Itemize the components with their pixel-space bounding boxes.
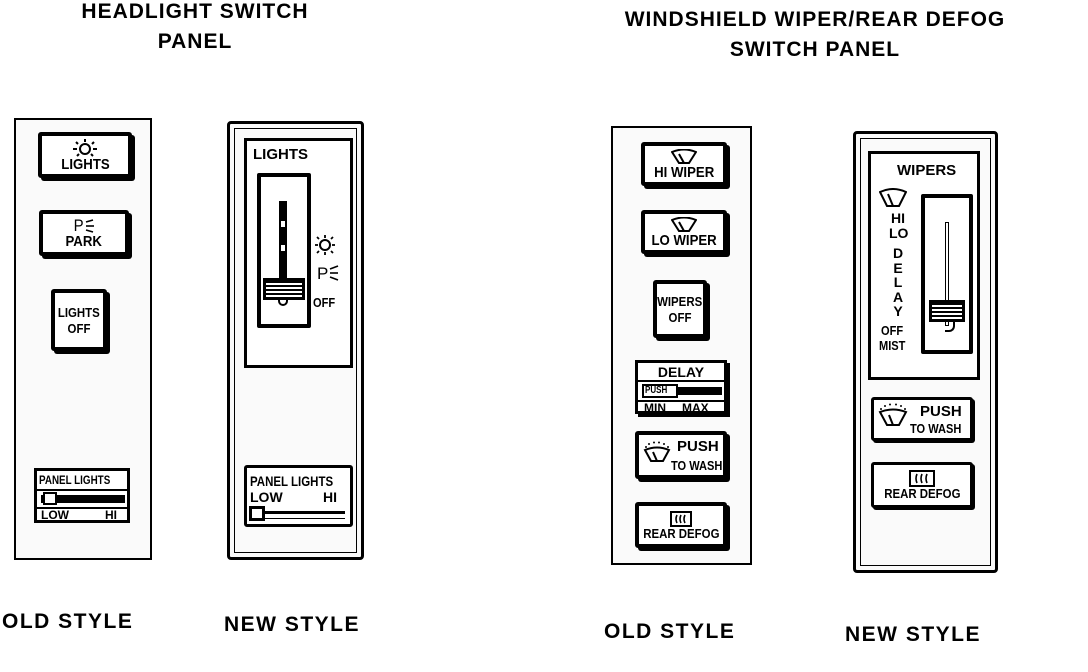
rear-defog-label: REAR DEFOG: [642, 525, 720, 541]
delay-letter: Y: [893, 303, 903, 319]
delay-max-label: MAX: [682, 401, 709, 415]
headlight-old-panel: LIGHTS P PARK LIGHTS OFF PANEL LIGHTS LO…: [14, 118, 152, 560]
rear-defog-icon: [909, 470, 935, 487]
push-label: PUSH: [677, 438, 719, 455]
lights-slider-track: [279, 201, 287, 279]
wiper-new-panel: WIPERS HI LO D E L A Y OFF MIST PUSH TO …: [853, 131, 998, 573]
delay-push-label: PUSH: [645, 385, 668, 396]
panel-lights-track: [41, 495, 125, 503]
wipers-off-label-line2: OFF: [668, 309, 692, 325]
push-label: PUSH: [920, 403, 962, 420]
headlight-sun-icon: [315, 235, 335, 255]
hi-wiper-label: HI WIPER: [653, 163, 715, 181]
delay-letter: E: [893, 259, 903, 276]
to-wash-label: TO WASH: [671, 458, 723, 473]
lights-off-button[interactable]: LIGHTS OFF: [51, 289, 107, 351]
push-to-wash-button[interactable]: PUSH TO WASH: [871, 397, 973, 441]
lo-wiper-label: LO WIPER: [651, 231, 717, 249]
lights-button-label: LIGHTS: [60, 155, 110, 173]
wiper-title-line1: WINDSHIELD WIPER/REAR DEFOG: [624, 8, 1006, 31]
panel-lights-knob[interactable]: [43, 492, 57, 505]
wipers-slider-window: [921, 194, 973, 354]
washer-spray-icon: [643, 441, 671, 462]
wiper-lo-label: LO: [889, 225, 909, 241]
lights-slider-knob[interactable]: [263, 278, 305, 300]
washer-spray-icon: [878, 403, 908, 426]
delay-letter: A: [893, 288, 904, 305]
delay-letter: D: [893, 245, 904, 261]
lights-off-label-line1: LIGHTS: [58, 304, 100, 320]
park-symbol: P: [73, 216, 84, 235]
wiper-off-label: OFF: [881, 323, 904, 338]
park-symbol: P: [317, 264, 329, 283]
delay-push-button[interactable]: PUSH: [642, 384, 678, 398]
wiper-icon: [671, 216, 697, 232]
headlight-title-line2: PANEL: [157, 30, 233, 53]
wipers-label: WIPERS: [897, 162, 957, 179]
panel-lights-dimmer[interactable]: PANEL LIGHTS LOW HI: [244, 465, 353, 527]
wiper-icon: [879, 188, 907, 207]
lo-wiper-button[interactable]: LO WIPER: [641, 210, 727, 254]
delay-letter: L: [893, 274, 903, 290]
headlight-new-caption: NEW STYLE: [224, 613, 361, 636]
park-lamp-icon: [85, 218, 95, 233]
wipers-switch-housing: WIPERS HI LO D E L A Y OFF MIST: [868, 151, 980, 380]
lights-slider-window: [257, 173, 311, 328]
push-to-wash-button[interactable]: PUSH TO WASH: [635, 431, 727, 479]
headlight-panel-title: HEADLIGHT SWITCH PANEL: [40, 0, 350, 57]
panel-lights-label: PANEL LIGHTS: [250, 473, 334, 489]
panel-lights-hi-label: HI: [105, 508, 117, 522]
wiper-panel-title: WINDSHIELD WIPER/REAR DEFOG SWITCH PANEL: [570, 5, 1060, 65]
panel-lights-low-label: LOW: [250, 489, 283, 505]
delay-min-label: MIN: [644, 401, 666, 415]
lights-switch-housing: LIGHTS P OFF: [244, 138, 353, 368]
delay-label: DELAY: [657, 364, 705, 380]
wipers-slider-knob[interactable]: [929, 300, 965, 322]
delay-control[interactable]: DELAY PUSH MIN MAX: [635, 360, 727, 414]
panel-lights-dimmer[interactable]: PANEL LIGHTS LOW HI: [34, 468, 130, 523]
wiper-mist-label: MIST: [879, 338, 906, 353]
rear-defog-label: REAR DEFOG: [883, 486, 961, 501]
panel-lights-knob[interactable]: [249, 506, 265, 521]
park-lamp-icon: [329, 265, 339, 281]
panel-lights-label: PANEL LIGHTS: [39, 473, 111, 487]
panel-lights-low-label: LOW: [41, 508, 69, 522]
wiper-hi-label: HI: [891, 210, 905, 226]
park-button-label: PARK: [65, 233, 103, 250]
lights-off-label-line2: OFF: [67, 320, 91, 336]
wiper-title-line2: SWITCH PANEL: [729, 38, 901, 61]
headlight-new-panel: LIGHTS P OFF PANEL LIGHTS LOW HI: [227, 121, 364, 560]
rear-defog-button[interactable]: REAR DEFOG: [871, 462, 973, 508]
wiper-delay-label: D E L A Y: [893, 246, 903, 319]
park-button[interactable]: P PARK: [39, 210, 129, 256]
headlight-old-caption: OLD STYLE: [2, 610, 134, 633]
wipers-off-button[interactable]: WIPERS OFF: [653, 280, 707, 338]
headlight-title-line1: HEADLIGHT SWITCH: [81, 0, 309, 23]
headlight-sun-icon: [73, 138, 97, 157]
rear-defog-button[interactable]: REAR DEFOG: [635, 502, 727, 548]
wipers-off-label-line1: WIPERS: [657, 293, 703, 309]
delay-slider-track: [678, 387, 722, 395]
wiper-old-caption: OLD STYLE: [604, 620, 736, 643]
to-wash-label: TO WASH: [910, 421, 962, 436]
panel-lights-hi-label: HI: [323, 489, 337, 505]
wiper-icon: [671, 148, 697, 164]
wiper-new-caption: NEW STYLE: [845, 623, 982, 646]
lights-off-label: OFF: [313, 295, 336, 310]
wiper-old-panel: HI WIPER LO WIPER WIPERS OFF DELAY PUSH …: [611, 126, 752, 565]
rear-defog-icon: [670, 510, 692, 527]
lights-button[interactable]: LIGHTS: [38, 132, 132, 178]
hi-wiper-button[interactable]: HI WIPER: [641, 142, 727, 186]
lights-label: LIGHTS: [253, 146, 308, 163]
